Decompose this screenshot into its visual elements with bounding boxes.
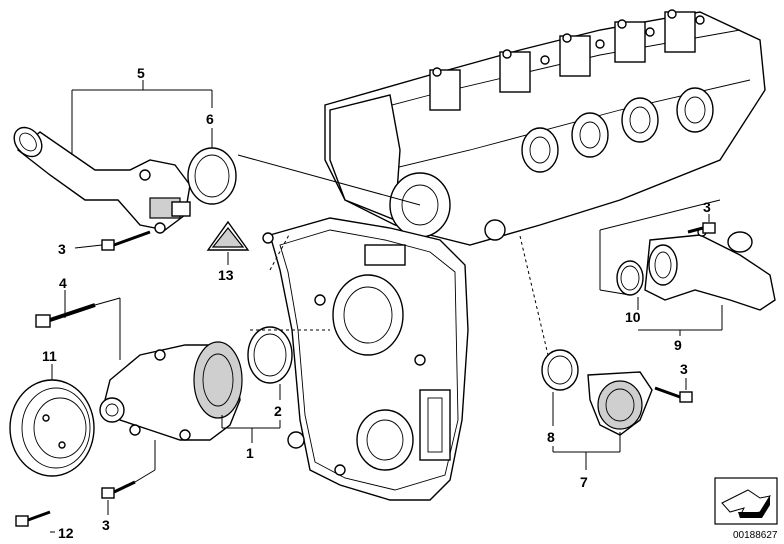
pulley[interactable] <box>9 379 95 477</box>
callout-2: 2 <box>274 403 282 419</box>
callout-10: 10 <box>625 309 641 325</box>
timing-cover[interactable] <box>262 217 469 501</box>
bolt-3-right-bottom[interactable] <box>654 386 693 403</box>
seal-ring-2[interactable] <box>247 326 293 384</box>
bolt-3-right-top[interactable] <box>687 222 716 234</box>
leader-lines <box>50 80 723 533</box>
callout-7: 7 <box>580 474 588 490</box>
callout-13: 13 <box>218 267 234 283</box>
callout-8: 8 <box>547 429 555 445</box>
seal-ring-8[interactable] <box>541 349 579 391</box>
reference-box: 00188627 <box>714 477 778 541</box>
bolt-3-bottom[interactable] <box>101 480 136 499</box>
seal-ring-10[interactable] <box>616 260 644 296</box>
callout-9: 9 <box>674 337 682 353</box>
callout-labels: 5 6 3 13 4 11 12 3 1 2 3 10 9 3 8 7 <box>42 65 711 541</box>
coolant-pipe[interactable] <box>644 227 776 311</box>
thermostat-hose[interactable] <box>9 122 191 234</box>
callout-12: 12 <box>58 525 74 541</box>
callout-4: 4 <box>59 275 67 291</box>
callout-3b: 3 <box>102 517 110 533</box>
bolt-3-top-left[interactable] <box>101 230 151 251</box>
outlet-flange[interactable] <box>587 371 653 436</box>
callout-3a: 3 <box>58 241 66 257</box>
callout-3c: 3 <box>703 199 711 215</box>
callout-11: 11 <box>42 348 57 364</box>
callout-1: 1 <box>246 445 254 461</box>
callout-5: 5 <box>137 65 145 81</box>
water-pump[interactable] <box>99 341 243 441</box>
cylinder-head[interactable] <box>324 9 766 246</box>
seal-ring-6[interactable] <box>187 147 237 205</box>
callout-6: 6 <box>206 111 214 127</box>
reference-number: 00188627 <box>733 530 778 541</box>
bolt-4[interactable] <box>35 303 96 328</box>
warning-label-13[interactable] <box>206 220 250 251</box>
callout-3d: 3 <box>680 361 688 377</box>
bolt-12[interactable] <box>15 510 51 527</box>
